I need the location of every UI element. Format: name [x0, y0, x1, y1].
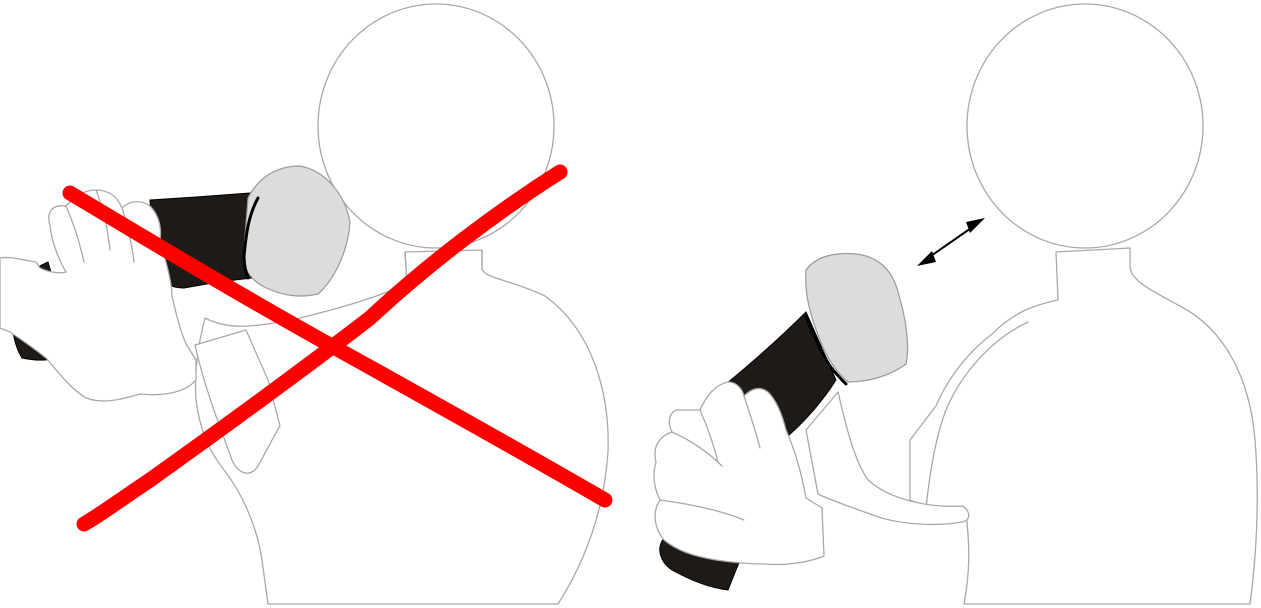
right-torso-icon: [910, 248, 1257, 604]
right-panel-correct: [654, 4, 1257, 604]
left-head-icon: [318, 4, 554, 248]
double-arrow-icon: [917, 218, 985, 266]
right-head-icon: [967, 4, 1203, 248]
left-panel-incorrect: [0, 4, 608, 604]
